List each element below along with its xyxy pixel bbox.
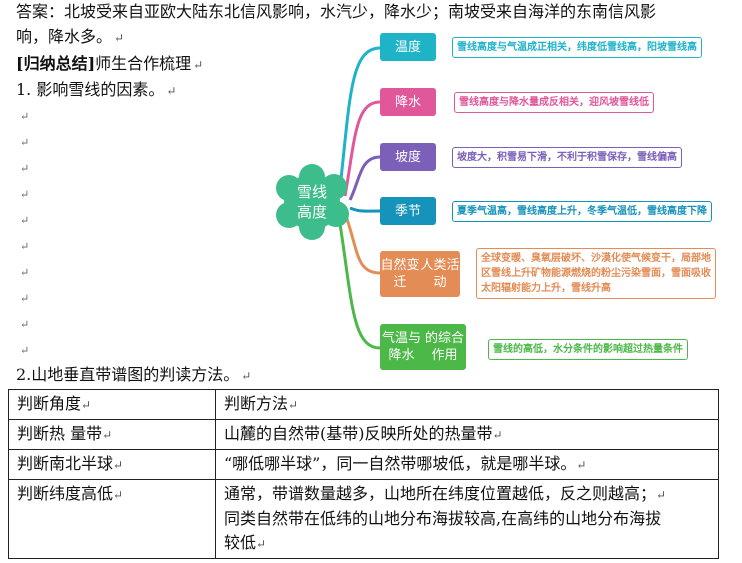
- table-cell-aspect: 判断热 量带↵: [8, 419, 216, 450]
- table-cell-aspect: 判断纬度高低↵: [8, 479, 216, 559]
- paragraph-mark: ↵: [20, 266, 30, 279]
- branch-label-slope: 坡度: [380, 143, 436, 171]
- connector-slope: [348, 155, 381, 201]
- branch-desc-season: 夏季气温高，雪线高度上升，冬季气温低，雪线高度下降: [452, 201, 712, 222]
- branch-desc-line: 区雪线上升矿物能源燃烧的粉尘污染雪面，雪面吸收: [481, 268, 711, 279]
- center-label-line-2: 高度: [296, 203, 327, 221]
- connector-temperature: [338, 46, 381, 189]
- branch-desc-line: 雪线高度与气温成正相关，纬度低雪线高，阳坡雪线高: [457, 42, 697, 53]
- table-header-method: 判断方法↵: [215, 389, 719, 420]
- branch-label-temperature: 温度: [380, 33, 436, 61]
- branch-desc-line: 太阳辐射能力上升，雪线升高: [481, 283, 611, 294]
- paragraph-mark: ↵: [20, 240, 30, 253]
- list-item-2: 2.山地垂直带谱图的判读方法。↵: [16, 365, 252, 384]
- branch-label-line: 自然变迁: [380, 258, 420, 290]
- table-header-aspect: 判断角度↵: [8, 389, 216, 420]
- branch-label-season: 季节: [380, 197, 436, 225]
- table-cell-method: 通常，带谱数量越多，山地所在纬度位置越低，反之则越高；↵ 同类自然带在低纬的山地…: [215, 479, 719, 559]
- connector-precipitation: [343, 100, 381, 197]
- table-row: 判断南北半球↵ “哪低哪半球”，同一自然带哪坡低，就是哪半球。↵: [8, 449, 719, 480]
- branch-desc-temperature: 雪线高度与气温成正相关，纬度低雪线高，阳坡雪线高: [452, 37, 702, 58]
- table-row: 判断纬度高低↵ 通常，带谱数量越多，山地所在纬度位置越低，反之则越高；↵ 同类自…: [8, 479, 719, 559]
- connector-human: [344, 215, 381, 275]
- connector-season: [349, 206, 381, 213]
- method-table: 判断角度↵ 判断方法↵ 判断热 量带↵ 山麓的自然带(基带)反映所处的热量带↵ …: [8, 389, 719, 559]
- connector-combined: [338, 223, 381, 350]
- branch-label-line: 人类活动: [420, 258, 460, 290]
- branch-desc-line: 夏季气温高，雪线高度上升，冬季气温低，雪线高度下降: [457, 206, 707, 217]
- paragraph-mark: ↵: [20, 318, 30, 331]
- summary-heading: [归纳总结]师生合作梳理↵: [16, 54, 204, 73]
- table-cell-method: 山麓的自然带(基带)反映所处的热量带↵: [215, 419, 719, 450]
- paragraph-mark: ↵: [20, 344, 30, 357]
- paragraph-mark: ↵: [20, 292, 30, 305]
- branch-desc-combined-effect: 雪线的高低，水分条件的影响超过热量条件: [488, 339, 688, 360]
- branch-label-line: 的综合作用: [424, 331, 464, 363]
- branch-desc-line: 坡度大，积雪易下滑，不利于积雪保存，雪线偏高: [457, 152, 677, 163]
- answer-line-2: 响，降水多。↵: [16, 27, 125, 46]
- paragraph-mark: ↵: [20, 162, 30, 175]
- branch-desc-slope: 坡度大，积雪易下滑，不利于积雪保存，雪线偏高: [452, 147, 682, 168]
- paragraph-mark: ↵: [20, 136, 30, 149]
- cloud-shape-icon: [276, 164, 349, 240]
- method-line: 通常，带谱数量越多，山地所在纬度位置越低，反之则越高；↵: [224, 484, 667, 503]
- mindmap-center-node: 雪线 高度: [272, 162, 352, 242]
- method-line: 同类自然带在低纬的山地分布海拔较高,在高纬的山地分布海拔: [224, 509, 662, 528]
- table-cell-aspect: 判断南北半球↵: [8, 449, 216, 480]
- table-row: 判断热 量带↵ 山麓的自然带(基带)反映所处的热量带↵: [8, 419, 719, 450]
- center-label-line-1: 雪线: [296, 183, 327, 201]
- branch-desc-precipitation: 雪线高度与降水量成反相关，迎风坡雪线低: [454, 92, 654, 113]
- paragraph-mark: ↵: [20, 188, 30, 201]
- branch-label-precipitation: 降水: [380, 88, 436, 116]
- branch-label-combined-effect: 气温与降水的综合作用: [380, 324, 466, 370]
- branch-label-human-activity: 自然变迁人类活动: [380, 251, 460, 297]
- list-item-1: 1. 影响雪线的因素。↵: [16, 80, 177, 99]
- branch-label-line: 气温与降水: [381, 331, 421, 363]
- branch-desc-line: 全球变暖、臭氧层破坏、沙漠化使气候变干，局部地: [481, 253, 711, 264]
- summary-bracket: [归纳总结]: [16, 54, 96, 73]
- method-line: 较低↵: [224, 533, 267, 552]
- branch-desc-human-activity: 全球变暖、臭氧层破坏、沙漠化使气候变干，局部地区雪线上升矿物能源燃烧的粉尘污染雪…: [476, 248, 716, 299]
- paragraph-mark: ↵: [20, 214, 30, 227]
- branch-desc-line: 雪线的高低，水分条件的影响超过热量条件: [493, 344, 683, 355]
- paragraph-mark: ↵: [20, 110, 30, 123]
- answer-line-1: 答案：北坡受来自亚欧大陆东北信风影响，水汽少，降水少；南坡受来自海洋的东南信风影: [16, 2, 657, 21]
- table-header-row: 判断角度↵ 判断方法↵: [8, 389, 719, 420]
- branch-desc-line: 雪线高度与降水量成反相关，迎风坡雪线低: [459, 97, 649, 108]
- table-cell-method: “哪低哪半球”，同一自然带哪坡低，就是哪半球。↵: [215, 449, 719, 480]
